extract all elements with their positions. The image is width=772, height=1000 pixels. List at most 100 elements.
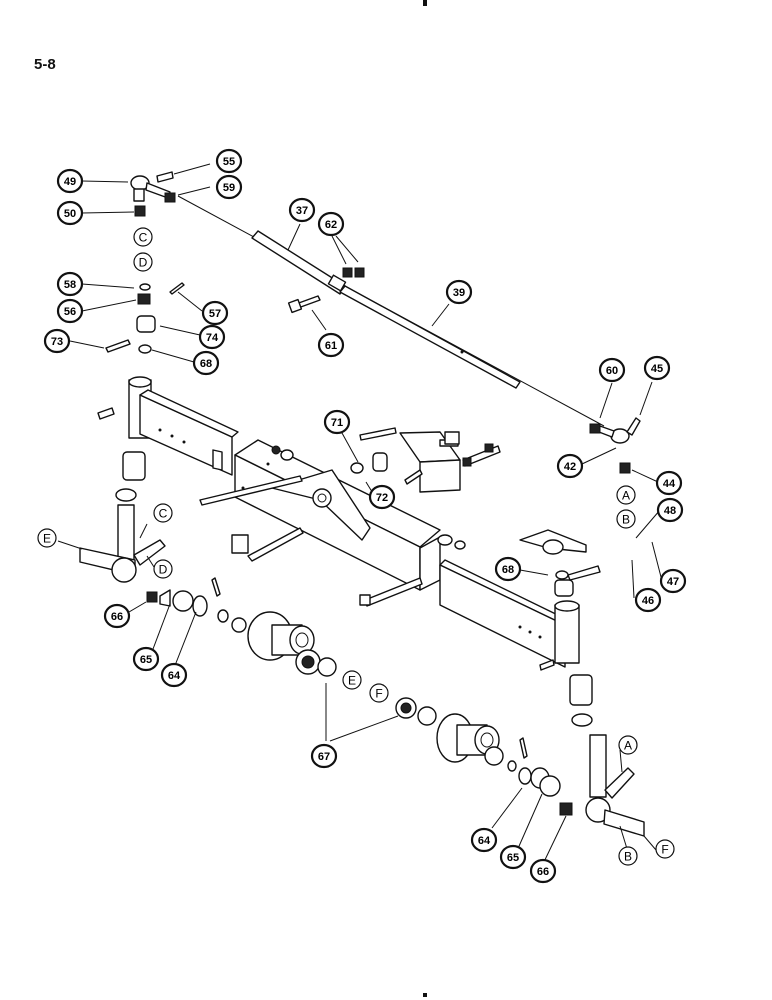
callout-circle xyxy=(310,743,338,769)
letter-marker-C: C xyxy=(153,503,173,523)
callout-45: 45 xyxy=(643,355,671,381)
callout-number: 50 xyxy=(64,208,76,220)
callout-number: 58 xyxy=(64,279,76,291)
callout-number: 64 xyxy=(168,670,181,682)
letter-marker-circle xyxy=(342,670,362,690)
left-tie-rod-end xyxy=(130,171,176,217)
callout-circle xyxy=(192,350,220,376)
callout-number: 44 xyxy=(663,478,676,490)
callout-number: 73 xyxy=(51,336,63,348)
callout-65: 65 xyxy=(132,646,160,672)
callout-number: 68 xyxy=(200,358,212,370)
letter-marker-text: E xyxy=(348,674,356,688)
callout-74: 74 xyxy=(198,324,226,350)
callout-68: 68 xyxy=(494,556,522,582)
letter-marker-text: D xyxy=(159,563,168,577)
letter-marker-A: A xyxy=(618,735,638,755)
callout-57: 57 xyxy=(201,300,229,326)
tie-rod-assembly xyxy=(177,195,605,427)
leader-lines xyxy=(57,163,662,867)
letter-marker-F: F xyxy=(369,683,389,703)
callout-number: 72 xyxy=(376,492,388,504)
scan-mark xyxy=(423,0,427,6)
callout-64: 64 xyxy=(470,827,498,853)
letter-marker-C: C xyxy=(133,227,153,247)
callout-number: 57 xyxy=(209,308,221,320)
callout-number: 55 xyxy=(223,156,235,168)
callout-circle xyxy=(43,328,71,354)
letter-marker-D: D xyxy=(153,559,173,579)
callout-67: 67 xyxy=(310,743,338,769)
letter-marker-circle xyxy=(153,503,173,523)
left-steering-arm-parts xyxy=(105,282,185,354)
callout-circle xyxy=(288,197,316,223)
callout-46: 46 xyxy=(634,587,662,613)
callout-62: 62 xyxy=(317,211,345,237)
callout-circle xyxy=(56,298,84,324)
callout-number: 37 xyxy=(296,205,308,217)
letter-marker-circle xyxy=(369,683,389,703)
callout-circle xyxy=(215,148,243,174)
letter-marker-circle xyxy=(133,227,153,247)
callout-circle xyxy=(317,211,345,237)
callout-circle xyxy=(215,174,243,200)
callout-59: 59 xyxy=(215,174,243,200)
letter-marker-E: E xyxy=(342,670,362,690)
right-tie-rod-end xyxy=(589,417,641,474)
callout-number: 56 xyxy=(64,306,76,318)
callout-number: 49 xyxy=(64,176,76,188)
callout-58: 58 xyxy=(56,271,84,297)
callout-circle xyxy=(499,844,527,870)
callout-circle xyxy=(56,168,84,194)
callout-number: 47 xyxy=(667,576,679,588)
letter-marker-text: B xyxy=(624,850,632,864)
callout-64: 64 xyxy=(160,662,188,688)
callout-circle xyxy=(556,453,584,479)
callout-circle xyxy=(132,646,160,672)
letter-marker-text: A xyxy=(624,739,632,753)
page-number: 5-8 xyxy=(34,56,56,73)
callout-circle xyxy=(160,662,188,688)
callout-number: 46 xyxy=(642,595,654,607)
callout-number: 42 xyxy=(564,461,576,473)
callout-72: 72 xyxy=(368,484,396,510)
letter-marker-text: D xyxy=(139,256,148,270)
callout-number: 65 xyxy=(140,654,152,666)
callout-60: 60 xyxy=(598,357,626,383)
callout-circle xyxy=(470,827,498,853)
callout-50: 50 xyxy=(56,200,84,226)
letter-marker-B: B xyxy=(616,509,636,529)
callout-number: 59 xyxy=(223,182,235,194)
callout-number: 64 xyxy=(478,835,491,847)
left-spindle xyxy=(79,504,166,583)
callout-circle xyxy=(368,484,396,510)
left-hub-parts xyxy=(146,577,337,677)
callout-number: 68 xyxy=(502,564,514,576)
callout-number: 66 xyxy=(537,866,549,878)
callout-number: 74 xyxy=(206,332,219,344)
callout-number: 71 xyxy=(331,417,343,429)
letter-marker-D: D xyxy=(133,252,153,272)
callout-47: 47 xyxy=(659,568,687,594)
callout-circle xyxy=(529,858,557,884)
left-axle-extension xyxy=(97,376,239,502)
letter-marker-text: F xyxy=(375,687,382,701)
letter-marker-text: B xyxy=(622,513,630,527)
letter-marker-text: A xyxy=(622,489,630,503)
callout-number: 39 xyxy=(453,287,465,299)
letter-marker-text: E xyxy=(43,532,51,546)
letter-marker-B: B xyxy=(618,846,638,866)
callout-56: 56 xyxy=(56,298,84,324)
right-hub-parts xyxy=(395,697,573,816)
center-axle-beam xyxy=(199,427,501,607)
letter-marker-circle xyxy=(153,559,173,579)
callout-number: 65 xyxy=(507,852,519,864)
scan-mark xyxy=(423,993,427,997)
callout-61: 61 xyxy=(317,332,345,358)
letter-marker-text: C xyxy=(139,231,148,245)
callout-66: 66 xyxy=(103,603,131,629)
callout-circle xyxy=(655,470,683,496)
letter-marker-E: E xyxy=(37,528,57,548)
right-axle-extension xyxy=(439,529,601,727)
